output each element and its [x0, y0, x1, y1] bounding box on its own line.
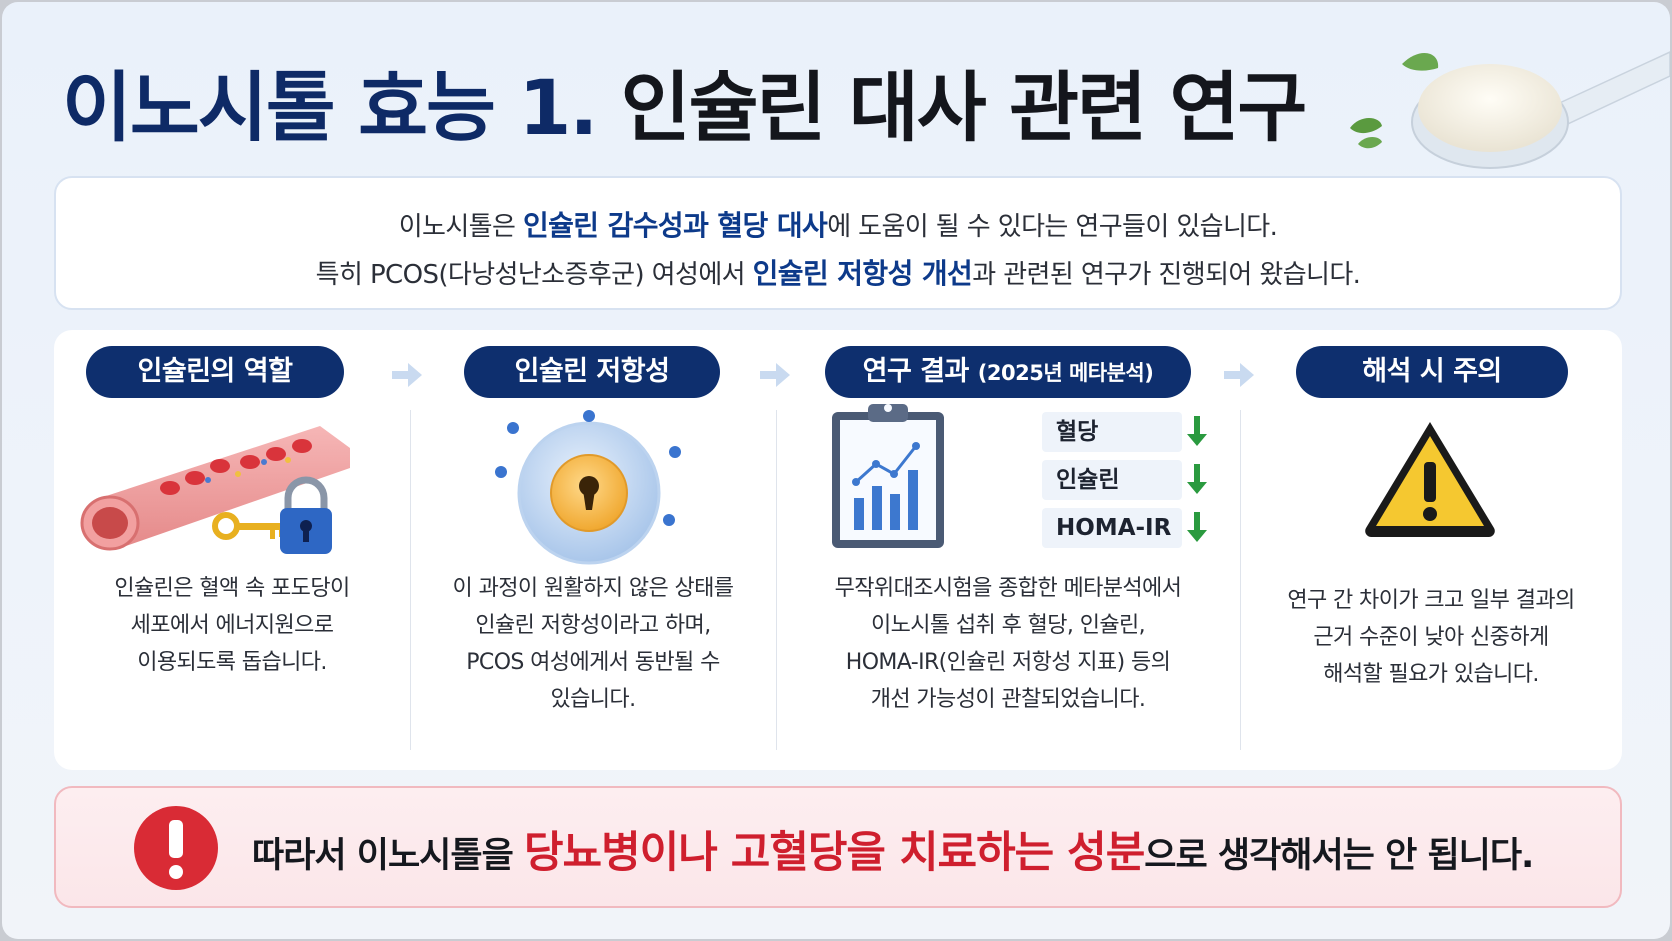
caution-description: 연구 간 차이가 크고 일부 결과의 근거 수준이 낮아 신중하게 해석할 필요…: [1240, 582, 1622, 693]
intro-box: 이노시톨은 인슐린 감수성과 혈당 대사에 도움이 될 수 있다는 연구들이 있…: [54, 176, 1622, 310]
down-arrow-icon: [1187, 416, 1207, 446]
exclamation-circle-icon: [134, 806, 218, 890]
powder-spoon-icon: [1350, 51, 1670, 169]
desc-line: 무작위대조시험을 종합한 메타분석에서: [834, 576, 1182, 601]
arrow-right-icon: [760, 363, 790, 387]
conclusion-text: 따라서 이노시톨을 당뇨병이나 고혈당을 치료하는 성분으로 생각해서는 안 됩…: [252, 818, 1534, 880]
insulin-resistance-description: 이 과정이 원활하지 않은 상태를 인슐린 저항성이라고 하며, PCOS 여성…: [410, 570, 776, 718]
warning-triangle-icon: [1365, 422, 1495, 537]
step-header-caution: 해석 시 주의: [1296, 346, 1568, 398]
column-divider: [776, 410, 777, 750]
intro-line-2: 특히 PCOS(다낭성난소증후군) 여성에서 인슐린 저항성 개선과 관련된 연…: [56, 252, 1620, 292]
desc-line: 이노시톨 섭취 후 혈당, 인슐린,: [870, 613, 1146, 638]
down-arrow-icon: [1187, 464, 1207, 494]
intro-line-2-highlight: 인슐린 저항성 개선: [752, 257, 973, 290]
title-part-1: 이노시톨 효능 1.: [62, 63, 621, 152]
blood-vessel-key-lock-icon: [80, 426, 350, 554]
desc-line: PCOS 여성에게서 동반될 수: [466, 650, 720, 675]
column-divider: [410, 410, 411, 750]
title-part-2: 인슐린 대사 관련 연구: [620, 63, 1308, 152]
desc-line: 해석할 필요가 있습니다.: [1323, 662, 1539, 687]
desc-line: 이용되도록 돕습니다.: [137, 650, 327, 675]
desc-line: 인슐린 저항성이라고 하며,: [475, 613, 711, 638]
clipboard-chart-icon: [832, 404, 944, 548]
column-divider: [1240, 410, 1241, 750]
indicator-blood-sugar: 혈당: [1042, 412, 1182, 452]
intro-line-2-text-a: 특히 PCOS(다낭성난소증후군) 여성에서: [315, 260, 753, 290]
desc-line: 근거 수준이 낮아 신중하게: [1313, 625, 1549, 650]
desc-line: 연구 간 차이가 크고 일부 결과의: [1287, 588, 1575, 613]
page-title: 이노시톨 효능 1. 인슐린 대사 관련 연구: [62, 46, 1308, 156]
steps-panel: 인슐린의 역할 인슐린 저항성 연구 결과 (2025년 메타분석) 해석 시 …: [54, 330, 1622, 770]
desc-line: 있습니다.: [550, 687, 637, 712]
desc-line: 개선 가능성이 관찰되었습니다.: [870, 687, 1146, 712]
indicator-homa-ir: HOMA-IR: [1042, 508, 1182, 548]
indicator-insulin: 인슐린: [1042, 460, 1182, 500]
desc-line: 세포에서 에너지원으로: [130, 613, 334, 638]
intro-line-2-text-b: 과 관련된 연구가 진행되어 왔습니다.: [972, 260, 1361, 290]
conclusion-warning-box: 따라서 이노시톨을 당뇨병이나 고혈당을 치료하는 성분으로 생각해서는 안 됩…: [54, 786, 1622, 908]
research-results-description: 무작위대조시험을 종합한 메타분석에서 이노시톨 섭취 후 혈당, 인슐린, H…: [776, 570, 1240, 718]
research-header-note: (2025년 메타분석): [977, 361, 1154, 385]
conclusion-text-a: 따라서 이노시톨을: [252, 836, 524, 876]
insulin-role-description: 인슐린은 혈액 속 포도당이 세포에서 에너지원으로 이용되도록 돕습니다.: [54, 570, 410, 681]
intro-line-1: 이노시톨은 인슐린 감수성과 혈당 대사에 도움이 될 수 있다는 연구들이 있…: [56, 204, 1620, 244]
step-header-insulin-role: 인슐린의 역할: [86, 346, 344, 398]
step-header-research-results: 연구 결과 (2025년 메타분석): [825, 346, 1191, 398]
down-arrow-icon: [1187, 512, 1207, 542]
arrow-right-icon: [1224, 363, 1254, 387]
step-header-insulin-resistance: 인슐린 저항성: [464, 346, 720, 398]
desc-line: HOMA-IR(인슐린 저항성 지표) 등의: [845, 650, 1171, 675]
research-header-label: 연구 결과: [862, 356, 970, 387]
conclusion-highlight: 당뇨병이나 고혈당을 치료하는 성분: [523, 828, 1145, 878]
conclusion-text-b: 으로 생각해서는 안 됩니다.: [1144, 836, 1534, 876]
desc-line: 인슐린은 혈액 속 포도당이: [114, 576, 350, 601]
intro-line-1-highlight: 인슐린 감수성과 혈당 대사: [522, 209, 828, 242]
arrow-right-icon: [392, 363, 422, 387]
intro-line-1-text-b: 에 도움이 될 수 있다는 연구들이 있습니다.: [827, 212, 1278, 242]
desc-line: 이 과정이 원활하지 않은 상태를: [452, 576, 735, 601]
locked-cell-icon: [495, 410, 681, 565]
intro-line-1-text-a: 이노시톨은: [398, 212, 523, 242]
